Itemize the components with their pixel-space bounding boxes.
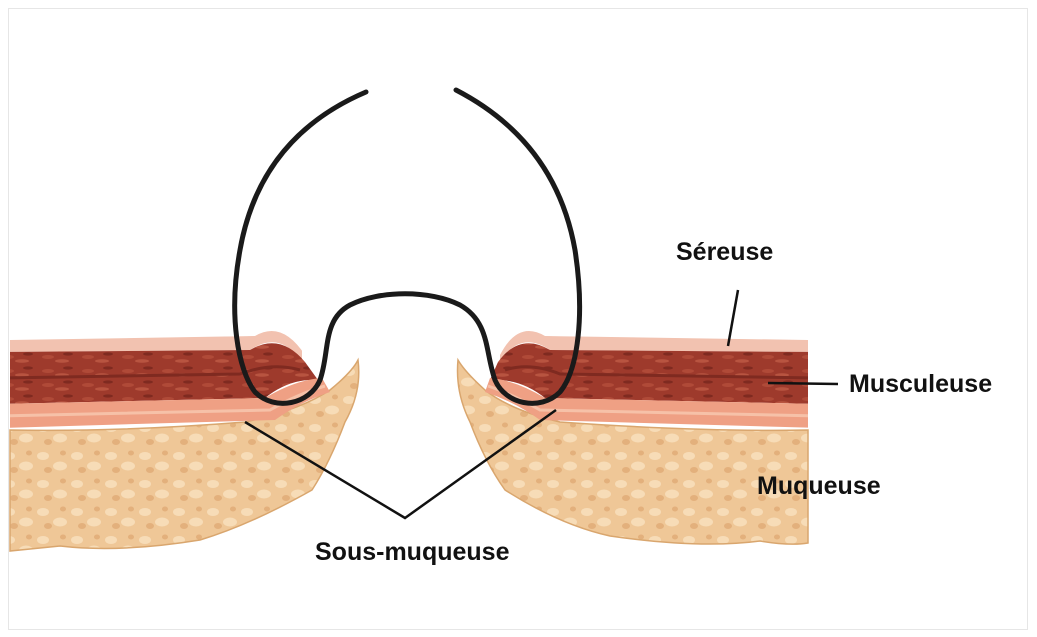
label-sous-muqueuse: Sous-muqueuse <box>315 540 509 565</box>
label-muqueuse: Muqueuse <box>757 474 881 499</box>
label-musculeuse: Musculeuse <box>849 372 992 397</box>
sereuse-leader <box>728 290 738 346</box>
tissue-left <box>0 330 359 551</box>
label-sereuse: Séreuse <box>676 240 773 265</box>
musculeuse-leader <box>768 383 838 384</box>
tissue-right <box>458 330 821 545</box>
